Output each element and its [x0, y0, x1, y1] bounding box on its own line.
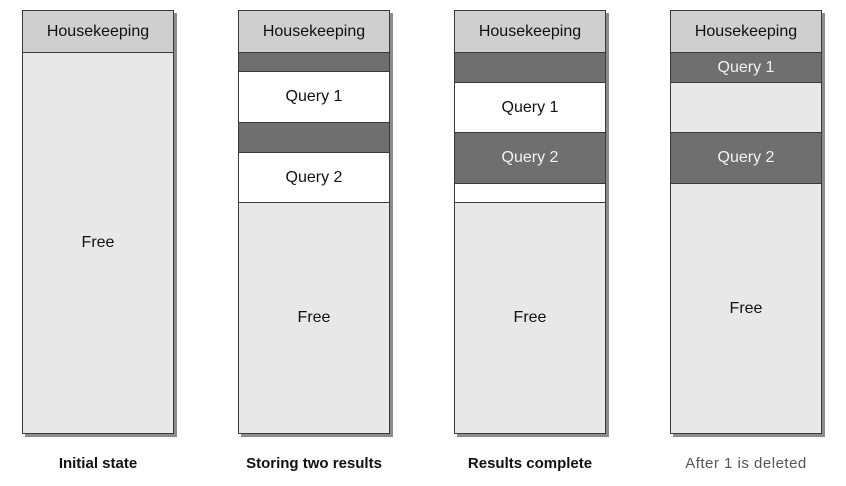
unused-block	[455, 184, 605, 203]
query-1-block: Query 1	[671, 53, 821, 83]
free-block: Free	[455, 203, 605, 433]
metadata-block	[239, 53, 389, 72]
metadata-block	[455, 53, 605, 83]
free-block: Free	[23, 53, 173, 433]
free-block: Free	[671, 184, 821, 433]
memory-column-after-delete: Housekeeping Query 1 Query 2 Free	[670, 10, 822, 434]
freed-block	[671, 83, 821, 133]
memory-column-initial-state: Housekeeping Free	[22, 10, 174, 434]
caption-results-complete: Results complete	[467, 455, 593, 472]
housekeeping-block: Housekeeping	[23, 11, 173, 53]
query-2-block: Query 2	[455, 133, 605, 184]
housekeeping-block: Housekeeping	[239, 11, 389, 53]
memory-column-storing-two-results: Housekeeping Query 1 Query 2 Free	[238, 10, 390, 434]
caption-initial-state: Initial state	[58, 455, 138, 472]
query-1-block: Query 1	[239, 72, 389, 123]
metadata-block	[239, 123, 389, 153]
free-block: Free	[239, 203, 389, 433]
memory-column-results-complete: Housekeeping Query 1 Query 2 Free	[454, 10, 606, 434]
query-2-block: Query 2	[671, 133, 821, 184]
housekeeping-block: Housekeeping	[455, 11, 605, 53]
caption-storing-two-results: Storing two results	[246, 455, 382, 472]
query-1-block: Query 1	[455, 83, 605, 133]
caption-after-delete: After 1 is deleted	[685, 455, 807, 472]
housekeeping-block: Housekeeping	[671, 11, 821, 53]
query-2-block: Query 2	[239, 153, 389, 203]
